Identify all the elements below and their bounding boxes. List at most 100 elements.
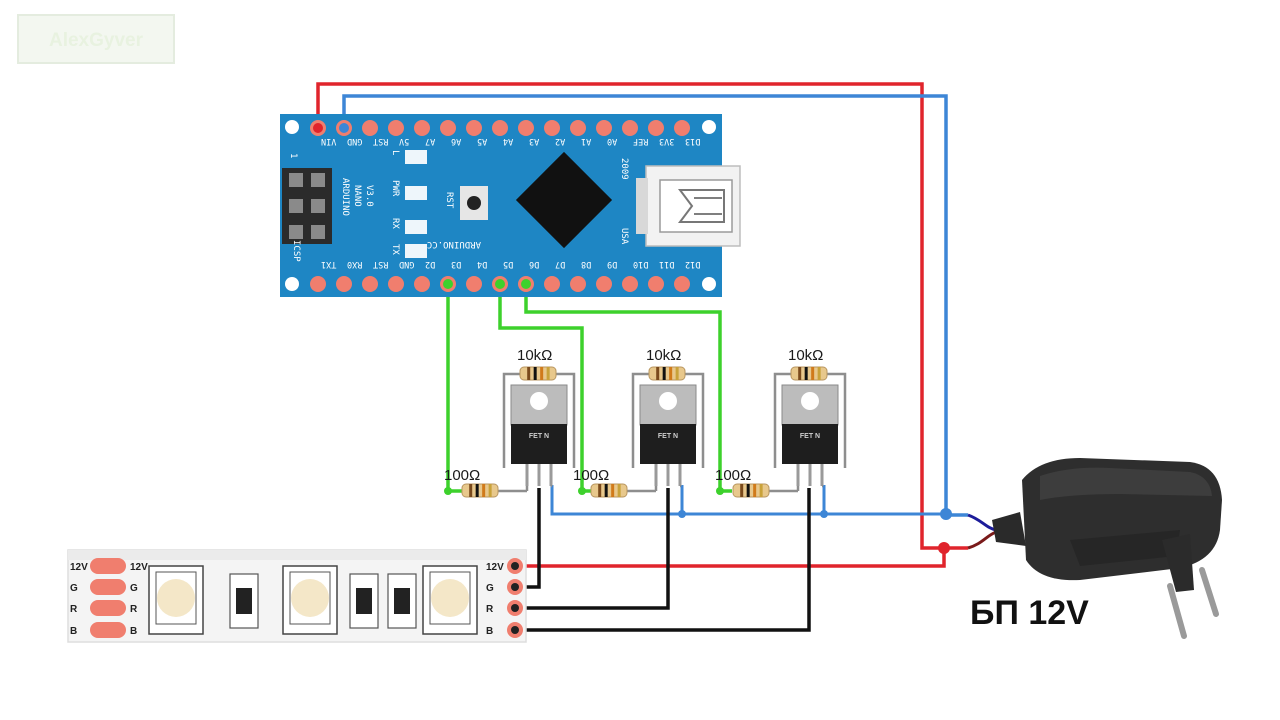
bottom-pin-label: D7 — [555, 259, 565, 269]
strip-led-1 — [148, 565, 204, 635]
mosfet-label: FET N — [529, 433, 549, 440]
board-name-line3: V3.0 — [364, 185, 374, 207]
strip-left-pad-label-inner: R — [130, 604, 138, 615]
strip-left-pad — [90, 579, 126, 595]
top-pin-pad — [492, 120, 508, 136]
reset-label: RST — [444, 192, 454, 209]
board-name-line1: ARDUINO — [340, 178, 350, 216]
mcu-chip — [515, 151, 613, 249]
bottom-pin-pad — [414, 276, 430, 292]
top-pin-label: A1 — [581, 136, 591, 146]
mosfet-transistor-3: FET N — [781, 384, 839, 486]
gate-resistor-label: 100Ω — [715, 467, 751, 484]
top-pin-pad — [648, 120, 664, 136]
icsp-label: ICSP — [291, 240, 301, 262]
strip-left-pad-label: B — [70, 626, 77, 637]
bottom-pin-label: D5 — [503, 259, 513, 269]
bottom-pin-pad — [336, 276, 352, 292]
mosfet-label: FET N — [658, 433, 678, 440]
strip-right-pad-label: B — [486, 626, 493, 637]
strip-left-pad-label-inner: B — [130, 626, 137, 637]
bottom-pin-label: D2 — [425, 259, 435, 269]
top-pin-label: REF — [633, 136, 648, 146]
board-name-line2: NANO — [352, 185, 362, 207]
psu-label: БП 12V — [970, 594, 1089, 632]
bottom-pin-pad — [674, 276, 690, 292]
wire-source-rail — [550, 485, 946, 516]
bottom-pin-pad — [466, 276, 482, 292]
pulldown-resistor-1 — [519, 366, 557, 381]
bottom-pin-pad — [544, 276, 560, 292]
bottom-pin-pad — [596, 276, 612, 292]
top-pin-label: A4 — [503, 136, 513, 146]
watermark: AlexGyver — [17, 14, 175, 64]
bottom-pin-pad — [648, 276, 664, 292]
top-pin-pad — [570, 120, 586, 136]
top-pin-pad — [466, 120, 482, 136]
top-pin-pad — [674, 120, 690, 136]
top-pin-pad — [596, 120, 612, 136]
usb-connector — [636, 165, 741, 247]
wire-drain-red — [515, 488, 670, 610]
top-pin-pad — [622, 120, 638, 136]
wire-gnd-blue — [342, 94, 968, 517]
strip-led-2 — [282, 565, 338, 635]
bottom-pin-label: D9 — [607, 259, 617, 269]
mosfet-label: FET N — [800, 433, 820, 440]
board-year-label: 2009 — [619, 158, 629, 180]
strip-left-pad-label: 12V — [70, 562, 88, 573]
strip-resistor-1 — [229, 573, 259, 629]
strip-resistor-2 — [349, 573, 379, 629]
strip-led-3 — [422, 565, 478, 635]
led-pwr-label: PWR — [390, 180, 400, 197]
strip-left-pad — [90, 558, 126, 574]
power-supply: БП 12V — [967, 458, 1222, 639]
top-pin-label: D13 — [685, 136, 700, 146]
status-leds — [405, 150, 427, 258]
bottom-pin-label: D11 — [659, 259, 674, 269]
gate-resistor-label: 100Ω — [573, 467, 609, 484]
gate-resistor-label: 100Ω — [444, 467, 480, 484]
led-l-label: L — [390, 150, 400, 155]
pin1-label: 1 — [288, 153, 298, 158]
mosfet-transistor-2: FET N — [639, 384, 697, 486]
strip-resistor-3 — [387, 573, 417, 629]
wire-vin-red — [316, 82, 968, 550]
top-pin-label: VIN — [321, 136, 336, 146]
top-pin-label: RST — [373, 136, 388, 146]
top-pin-label: A5 — [477, 136, 487, 146]
pulldown-resistor-label: 10kΩ — [788, 347, 823, 364]
strip-left-pad-label-inner: 12V — [130, 562, 148, 573]
mosfet-stage-1: 10kΩ FET N 100Ω — [444, 347, 576, 498]
pulldown-resistor-label: 10kΩ — [646, 347, 681, 364]
strip-left-pad-label: R — [70, 604, 78, 615]
watermark-text: AlexGyver — [49, 30, 144, 51]
top-pin-pad — [518, 120, 534, 136]
mosfet-stages: 10kΩ FET N 100Ω 10kΩ FET N 100Ω 10kΩ FET N 100Ω — [444, 347, 847, 498]
top-pin-pad — [544, 120, 560, 136]
bottom-pin-label: D12 — [685, 259, 700, 269]
strip-right-pad-label: R — [486, 604, 494, 615]
pulldown-resistor-label: 10kΩ — [517, 347, 552, 364]
bottom-pin-pad — [388, 276, 404, 292]
bottom-pin-pad — [622, 276, 638, 292]
bottom-pin-pad — [362, 276, 378, 292]
gate-resistor-3 — [732, 483, 770, 498]
mosfet-stage-2: 10kΩ FET N 100Ω — [573, 347, 705, 498]
led-rx-label: RX — [390, 218, 400, 229]
bottom-pin-label: RST — [373, 259, 388, 269]
bottom-pin-label: D3 — [451, 259, 461, 269]
mosfet-transistor-1: FET N — [510, 384, 568, 486]
strip-left-pad — [90, 600, 126, 616]
mosfet-stage-3: 10kΩ FET N 100Ω — [715, 347, 847, 498]
strip-left-pad-label-inner: G — [130, 583, 138, 594]
pulldown-resistor-2 — [648, 366, 686, 381]
top-pin-pad — [362, 120, 378, 136]
bottom-pin-pad — [310, 276, 326, 292]
bottom-pin-label: RX0 — [347, 259, 362, 269]
top-pin-label: A3 — [529, 136, 539, 146]
